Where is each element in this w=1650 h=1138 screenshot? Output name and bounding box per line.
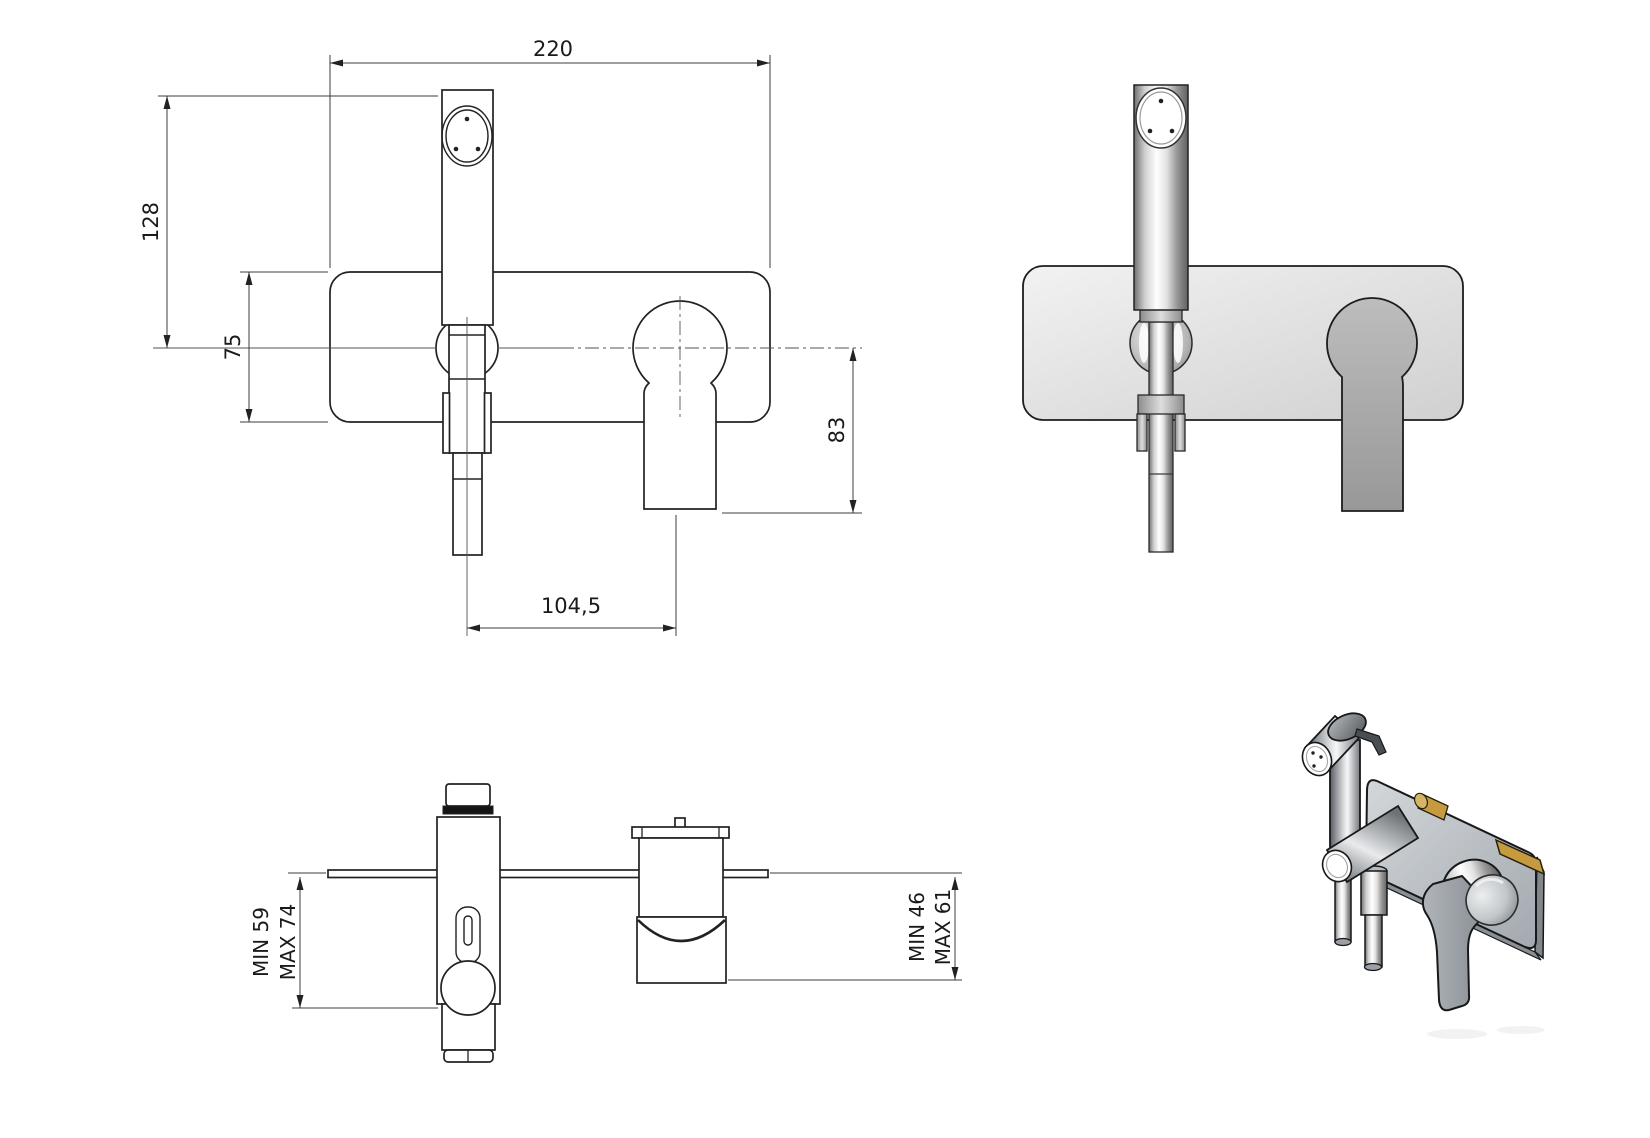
dimension-overall-height: 128 (139, 95, 438, 348)
handshower-grip-outline (452, 452, 483, 556)
spray-nozzle-dot (1169, 128, 1175, 134)
spray-nozzle-dot (1158, 98, 1164, 104)
spray-nozzle-dot (464, 116, 470, 122)
dim-label-overall-height: 128 (139, 202, 163, 242)
handshower-shaft-rendered (1148, 321, 1174, 553)
trigger-hook-3d (1354, 728, 1387, 756)
brass-connector (1413, 792, 1449, 821)
spray-face-inner-ring (445, 109, 489, 163)
mixer-lever-3d (1421, 858, 1519, 1012)
dimension-plate-height: 75 (221, 271, 328, 423)
spray-face-rendered (1135, 87, 1187, 149)
supply-shafts-3d (1334, 855, 1388, 972)
mixer-flange (631, 826, 730, 839)
spray-nozzle-dot (1312, 764, 1316, 768)
dimension-handshower-depth: MIN 59 MAX 74 (249, 872, 438, 1009)
spray-nozzle-dot (475, 146, 481, 152)
spray-nozzle-dot (453, 146, 459, 152)
holder-3d (1321, 804, 1420, 884)
spray-nozzle-dot (1311, 751, 1315, 755)
dim-label-plate-height: 75 (221, 334, 245, 361)
mixer-lever-side (636, 916, 727, 984)
spray-face-3d (1301, 741, 1333, 777)
dim-label-handshower-depth-max: MAX 74 (276, 904, 300, 980)
spray-nozzle-dot (1147, 128, 1153, 134)
plate-edge-outline (327, 869, 769, 879)
depth-view-technical: MIN 59 MAX 74 MIN 46 MAX 61 (249, 783, 962, 1063)
dim-label-mixer-depth-min: MIN 46 (905, 892, 929, 962)
dim-label-handshower-depth-min: MIN 59 (249, 907, 273, 977)
holder-knob-side (440, 960, 496, 1016)
dim-label-mixer-depth-max: MAX 61 (931, 889, 955, 965)
handshower-cap-top (445, 783, 491, 807)
mixer-body-side (638, 837, 724, 918)
spray-face-outer-ring (441, 105, 493, 167)
dim-label-plate-width: 220 (533, 37, 573, 61)
front-view-technical: 220 128 75 83 104,5 (139, 37, 862, 636)
handshower-black-band (442, 805, 494, 815)
mixer-lever-rendered (1326, 297, 1418, 512)
dimension-plate-width: 220 (329, 37, 771, 268)
isometric-view-rendered (1301, 712, 1546, 1039)
dimension-axis-spacing: 104,5 (467, 515, 677, 636)
holder-slot-inner (463, 915, 473, 946)
dimension-mixer-depth: MIN 46 MAX 61 (728, 872, 962, 981)
dim-label-axis-spacing: 104,5 (541, 594, 601, 618)
holder-clamp-right (483, 392, 492, 454)
mixer-lever-arc (637, 919, 726, 943)
holder-clamp-left (442, 392, 451, 454)
brass-valve-strip (1494, 838, 1546, 876)
dimension-handle-drop: 83 (722, 348, 862, 514)
front-view-rendered (1022, 84, 1464, 553)
holder-collar-rendered (1137, 394, 1185, 415)
dim-label-handle-drop: 83 (825, 417, 849, 444)
handshower-tube-outline (441, 89, 494, 326)
lever-pivot-face (1465, 874, 1519, 926)
spray-nozzle-dot (1319, 755, 1323, 759)
